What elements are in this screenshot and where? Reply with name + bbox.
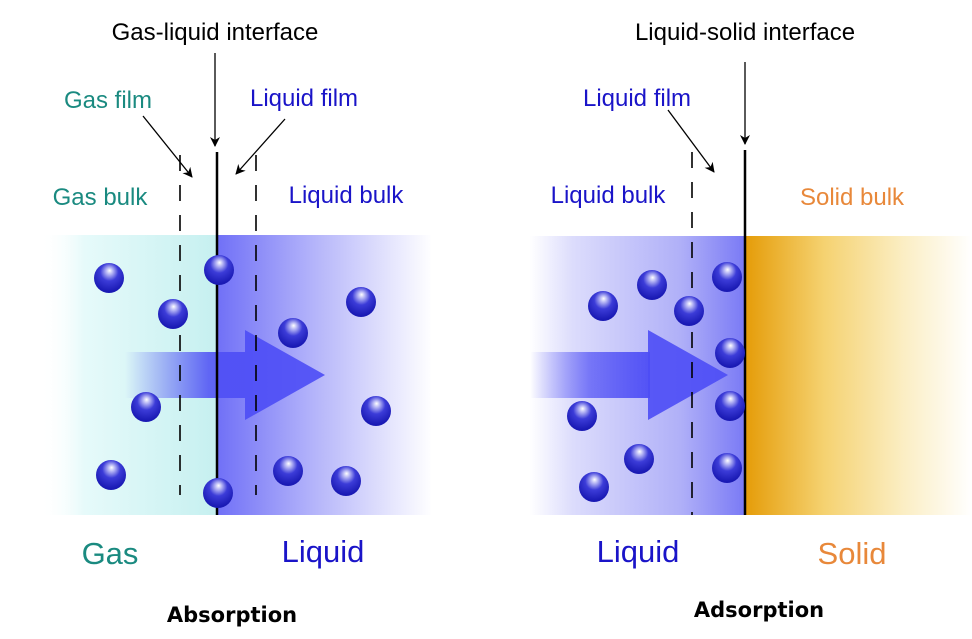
solid-phase-region	[745, 236, 972, 515]
adsorbed-molecule	[715, 391, 745, 421]
molecule	[579, 472, 609, 502]
molecule	[94, 263, 124, 293]
adsorbed-molecule	[715, 338, 745, 368]
molecule	[588, 291, 618, 321]
gas-phase-label: Gas	[82, 536, 139, 571]
liquid-film-pointer-arrow	[235, 118, 286, 175]
molecules-adsorption	[567, 262, 745, 502]
molecule	[131, 392, 161, 422]
molecule	[567, 401, 597, 431]
adsorption-panel: Liquid-solid interface Liquid film Liqui…	[530, 19, 972, 622]
molecule	[273, 456, 303, 486]
adsorbed-molecule	[712, 262, 742, 292]
liquid-film-pointer-arrow-right	[667, 109, 715, 173]
liquid-phase-label-left: Liquid	[282, 534, 365, 569]
gas-bulk-label: Gas bulk	[53, 184, 149, 211]
solid-phase-label: Solid	[818, 536, 887, 571]
liquid-phase-label-right: Liquid	[597, 534, 680, 569]
gas-film-label: Gas film	[64, 87, 152, 114]
liquid-film-label-right: Liquid film	[583, 85, 691, 112]
molecule	[637, 270, 667, 300]
molecule	[624, 444, 654, 474]
molecule	[674, 296, 704, 326]
gas-film-pointer-arrow	[142, 115, 193, 178]
molecule	[203, 478, 233, 508]
molecule	[158, 299, 188, 329]
absorption-panel: Gas-liquid interface Gas film Liquid fil…	[40, 19, 432, 627]
gas-liquid-interface-label: Gas-liquid interface	[112, 19, 319, 46]
molecules-absorption	[94, 255, 391, 508]
liquid-bulk-label-right: Liquid bulk	[551, 182, 667, 209]
liquid-film-label-left: Liquid film	[250, 85, 358, 112]
adsorbed-molecule	[712, 453, 742, 483]
molecule	[346, 287, 376, 317]
molecule	[96, 460, 126, 490]
mass-transfer-arrow	[125, 330, 325, 420]
molecule	[361, 396, 391, 426]
mass-transfer-arrow-right	[530, 330, 728, 420]
molecule	[204, 255, 234, 285]
molecule	[331, 466, 361, 496]
solid-bulk-label: Solid bulk	[800, 184, 905, 211]
absorption-caption: Absorption	[167, 603, 297, 627]
liquid-bulk-label-left: Liquid bulk	[289, 182, 405, 209]
molecule	[278, 318, 308, 348]
liquid-solid-interface-label: Liquid-solid interface	[635, 19, 855, 46]
adsorption-caption: Adsorption	[694, 598, 824, 622]
